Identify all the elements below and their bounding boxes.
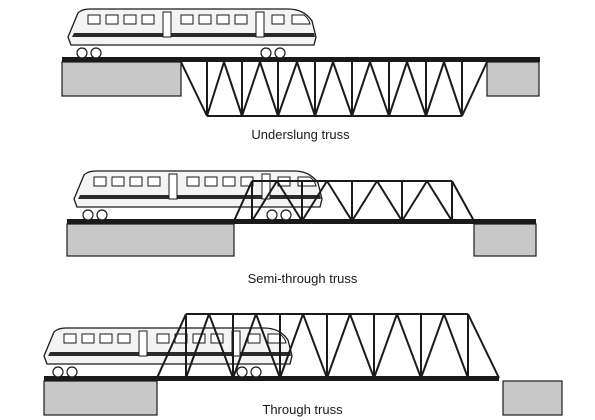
- through-truss: [156, 313, 500, 379]
- train-icon: [73, 170, 323, 221]
- right-abutment: [502, 380, 563, 416]
- deck: [62, 57, 540, 62]
- right-abutment: [473, 223, 537, 257]
- caption-through-truss: Through truss: [262, 402, 343, 417]
- deck: [44, 376, 499, 381]
- train-icon: [67, 8, 317, 59]
- left-abutment: [66, 223, 235, 257]
- right-abutment: [486, 61, 540, 97]
- through-truss-bridge: [43, 313, 563, 416]
- deck: [67, 219, 536, 224]
- underslung-truss-bridge: [61, 8, 540, 117]
- left-abutment: [43, 380, 158, 416]
- semi-through-truss: [233, 180, 475, 222]
- caption-semi-through-truss: Semi-through truss: [247, 271, 358, 286]
- underslung-truss: [180, 61, 488, 117]
- semi-through-truss-bridge: [66, 170, 537, 257]
- caption-underslung-truss: Underslung truss: [251, 127, 350, 142]
- left-abutment: [61, 61, 182, 97]
